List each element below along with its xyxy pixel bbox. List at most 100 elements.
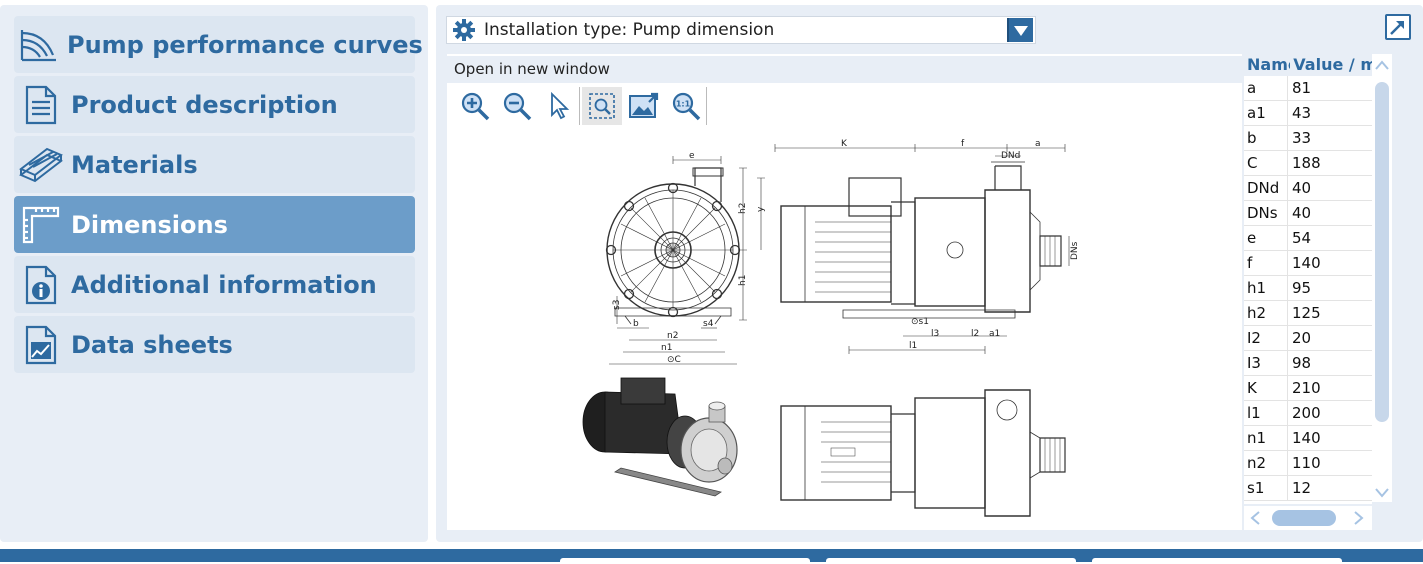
pointer-button[interactable] xyxy=(539,87,580,125)
nav-item-materials[interactable]: Materials xyxy=(14,136,415,193)
cell-value: 110 xyxy=(1292,454,1321,472)
cell-value: 210 xyxy=(1292,379,1321,397)
document-icon xyxy=(19,83,63,127)
cell-value: 33 xyxy=(1292,129,1312,147)
zoom-out-icon xyxy=(503,92,532,121)
cell-name: h2 xyxy=(1244,301,1288,325)
zoom-actual-size-button[interactable]: 1:1 xyxy=(666,87,707,125)
zoom-in-button[interactable] xyxy=(455,87,495,125)
nav-item-product-description[interactable]: Product description xyxy=(14,76,415,133)
nav-item-pump-performance-curves[interactable]: Pump performance curves xyxy=(14,16,423,73)
nav-item-dimensions[interactable]: Dimensions xyxy=(14,196,415,253)
installation-type-select[interactable]: Installation type: Pump dimension xyxy=(446,16,1036,44)
zoom-out-button[interactable] xyxy=(497,87,537,125)
open-in-new-window-link[interactable]: Open in new window xyxy=(447,56,1242,83)
nav-label: Additional information xyxy=(71,270,377,299)
export-image-button[interactable] xyxy=(624,87,664,125)
scroll-down-icon[interactable] xyxy=(1372,482,1392,502)
svg-text:1:1: 1:1 xyxy=(676,100,691,109)
chevron-down-icon xyxy=(1014,26,1028,36)
dim-label: a xyxy=(1035,139,1041,149)
dim-label: y xyxy=(756,206,766,212)
cell-value: 140 xyxy=(1292,429,1321,447)
dim-label: DNs xyxy=(1070,241,1080,260)
cell-name: l1 xyxy=(1244,401,1288,425)
zoom-area-button[interactable] xyxy=(582,87,622,125)
pump-front-view: e h2 y h1 s3 b n2 s4 n1 ⊙C xyxy=(605,151,766,365)
pump-top-view xyxy=(780,389,1066,517)
dimension-table: Name Value / mm a81a143b33C188DNd40DNs40… xyxy=(1244,54,1372,504)
cell-name: e xyxy=(1244,226,1288,250)
scroll-thumb[interactable] xyxy=(1375,82,1389,422)
cell-value: 20 xyxy=(1292,329,1312,347)
dim-label: b xyxy=(633,319,639,329)
scroll-up-icon[interactable] xyxy=(1372,56,1392,76)
dim-label: s3 xyxy=(612,300,622,310)
cell-name: DNd xyxy=(1244,176,1288,200)
cell-value: 200 xyxy=(1292,404,1321,422)
pump-3d-view xyxy=(582,377,738,497)
nav-label: Data sheets xyxy=(71,330,233,359)
cell-name: h1 xyxy=(1244,276,1288,300)
cell-name: I2 xyxy=(1244,326,1288,350)
nav-label: Dimensions xyxy=(71,210,228,239)
cell-value: 98 xyxy=(1292,354,1312,372)
dropdown-arrow-button[interactable] xyxy=(1007,18,1033,42)
nav-label: Materials xyxy=(71,150,198,179)
cell-name: f xyxy=(1244,251,1288,275)
nav-item-additional-information[interactable]: Additional information xyxy=(14,256,415,313)
scroll-thumb[interactable] xyxy=(1272,510,1336,526)
column-header-name[interactable]: Name xyxy=(1247,55,1290,74)
bottom-tab[interactable] xyxy=(826,558,1076,564)
cell-value: 40 xyxy=(1292,204,1312,222)
cell-name: a xyxy=(1244,76,1288,100)
bottom-tab[interactable] xyxy=(1092,558,1342,564)
cell-value: 40 xyxy=(1292,179,1312,197)
drawing-toolbar: 1:1 xyxy=(455,87,709,127)
column-header-value[interactable]: Value / mm xyxy=(1293,55,1372,74)
nav-label: Pump performance curves xyxy=(67,30,423,59)
gear-icon xyxy=(452,18,476,42)
expand-button[interactable] xyxy=(1385,14,1411,40)
cell-value: 140 xyxy=(1292,254,1321,272)
curves-icon xyxy=(19,23,59,67)
cell-value: 12 xyxy=(1292,479,1312,497)
scroll-left-icon[interactable] xyxy=(1246,506,1266,530)
vertical-scrollbar[interactable] xyxy=(1372,54,1392,502)
nav-item-data-sheets[interactable]: Data sheets xyxy=(14,316,415,373)
cell-name: b xyxy=(1244,126,1288,150)
expand-icon xyxy=(1390,21,1404,35)
cursor-icon xyxy=(551,91,570,120)
dim-label: h2 xyxy=(738,203,748,214)
horizontal-scrollbar[interactable] xyxy=(1244,506,1372,530)
cell-name: n1 xyxy=(1244,426,1288,450)
dim-label: n1 xyxy=(661,343,672,353)
dim-label: h1 xyxy=(738,275,748,286)
ruler-icon xyxy=(19,203,63,247)
cell-name: K xyxy=(1244,376,1288,400)
installation-type-label: Installation type: Pump dimension xyxy=(484,20,775,40)
bottom-tab[interactable] xyxy=(560,558,810,564)
dim-label: ⊙s1 xyxy=(911,317,929,327)
cell-value: 95 xyxy=(1292,279,1312,297)
dim-label: DNd xyxy=(1001,151,1020,161)
dim-label: e xyxy=(689,151,695,161)
scroll-right-icon[interactable] xyxy=(1348,506,1368,530)
cell-value: 43 xyxy=(1292,104,1312,122)
dim-label: f xyxy=(961,139,965,149)
